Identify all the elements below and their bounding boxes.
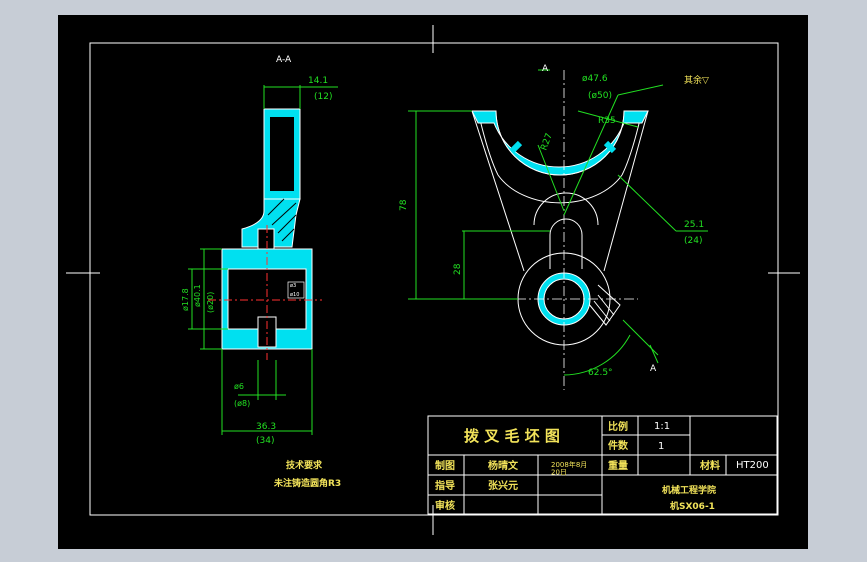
dim-25-ref: (24) bbox=[684, 236, 702, 246]
dim-bore-ref: (ø20) bbox=[206, 292, 215, 313]
notes-line1: 未注铸造圆角R3 bbox=[273, 477, 341, 489]
notes-title: 技术要求 bbox=[286, 459, 323, 471]
dim-small-hole: ø6 bbox=[234, 382, 244, 391]
dim-inner-h1: ø3 bbox=[290, 283, 296, 289]
dim-width: 36.3 bbox=[256, 422, 276, 432]
view-mark-top: A bbox=[542, 64, 549, 74]
drawing-code: 机SX06-1 bbox=[670, 500, 715, 512]
school-name: 机械工程学院 bbox=[662, 484, 716, 496]
cad-drawing: A-A 14.1 (12) ø40.1 ø17.8 (ø20) ø6 (ø8) … bbox=[66, 25, 800, 535]
dim-bore-dia: ø17.8 bbox=[181, 288, 190, 311]
dims-right bbox=[408, 69, 708, 376]
dim-outer-dia: ø40.1 bbox=[193, 284, 202, 307]
scale-value: 1:1 bbox=[654, 421, 670, 432]
material-value: HT200 bbox=[736, 460, 769, 471]
dim-arc-dia-ref: (ø50) bbox=[588, 91, 612, 101]
material-label: 材料 bbox=[700, 459, 720, 472]
dim-angle: 62.5° bbox=[588, 368, 613, 378]
section-label: A-A bbox=[276, 55, 292, 65]
review-label: 审核 bbox=[435, 499, 455, 512]
guide-name: 张兴元 bbox=[488, 479, 518, 492]
scale-label: 比例 bbox=[608, 420, 628, 433]
roughness-note: 其余▽ bbox=[684, 74, 709, 86]
dim-arc-dia: ø47.6 bbox=[582, 74, 608, 84]
dims-left bbox=[188, 85, 338, 435]
title-block bbox=[427, 415, 778, 515]
dim-r35: R35 bbox=[598, 116, 616, 126]
drawn-name: 杨晴文 bbox=[488, 459, 519, 472]
dim-small-hole-ref: (ø8) bbox=[234, 399, 250, 408]
weight-label: 重量 bbox=[608, 459, 628, 472]
drawing-sheet: A-A 14.1 (12) ø40.1 ø17.8 (ø20) ø6 (ø8) … bbox=[58, 15, 808, 549]
title-text: 拨 叉 毛 坯 图 bbox=[464, 427, 560, 445]
section-view bbox=[208, 108, 322, 360]
dim-height-28: 28 bbox=[453, 263, 463, 275]
sheet-border bbox=[66, 25, 800, 535]
view-mark-bottom: A bbox=[650, 364, 657, 374]
fork-arc-surface bbox=[471, 110, 649, 176]
dim-r27: R27 bbox=[539, 132, 554, 152]
dim-width-ref: (34) bbox=[256, 436, 274, 446]
dim-25: 25.1 bbox=[684, 220, 704, 230]
drawn-label: 制图 bbox=[435, 459, 455, 472]
guide-label: 指导 bbox=[435, 479, 455, 492]
qty-value: 1 bbox=[658, 441, 664, 452]
dim-height-total: 78 bbox=[399, 199, 409, 211]
dim-top-width-ref: (12) bbox=[314, 92, 332, 102]
dim-top-width: 14.1 bbox=[308, 76, 328, 86]
dim-inner-h2: ø10 bbox=[290, 292, 299, 298]
qty-label: 件数 bbox=[608, 439, 629, 452]
